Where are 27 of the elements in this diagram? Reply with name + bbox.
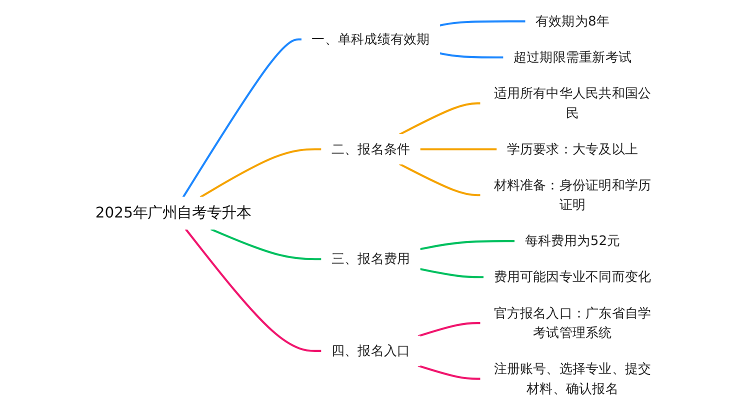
node-text: 每科费用为52元 (524, 232, 620, 248)
node-text: 2025年广州自考专升本 (95, 204, 252, 222)
connector (420, 240, 515, 250)
node-text: 费用可能因专业不同而变化 (494, 268, 652, 285)
connector (418, 364, 481, 380)
connector (399, 102, 481, 136)
node-text: 一、单科成绩有效期 (312, 31, 430, 47)
node-text: 超过期限需重新考试 (514, 49, 632, 65)
connector (420, 268, 484, 278)
connector (210, 228, 322, 260)
node-text: 三、报名费用 (331, 250, 410, 266)
node-text: 材料准备：身份证明和学历证明 (494, 177, 652, 212)
node-text: 有效期为8年 (536, 13, 610, 29)
connector (399, 163, 481, 196)
connector (440, 20, 526, 26)
node-text: 四、报名入口 (331, 342, 410, 358)
node-text: 学历要求：大专及以上 (506, 141, 638, 157)
connector (420, 148, 498, 150)
node-text: 二、报名条件 (331, 141, 410, 157)
node-text: 注册账号、选择专业、提交材料、确认报名 (494, 360, 652, 396)
node-text: 官方报名入口：广东省自学考试管理系统 (494, 305, 652, 340)
connector (182, 38, 302, 198)
connector (185, 228, 322, 352)
connector (418, 322, 481, 338)
node-text: 适用所有中华人民共和国公民 (494, 85, 652, 121)
connector (200, 148, 322, 198)
connector (440, 52, 504, 58)
